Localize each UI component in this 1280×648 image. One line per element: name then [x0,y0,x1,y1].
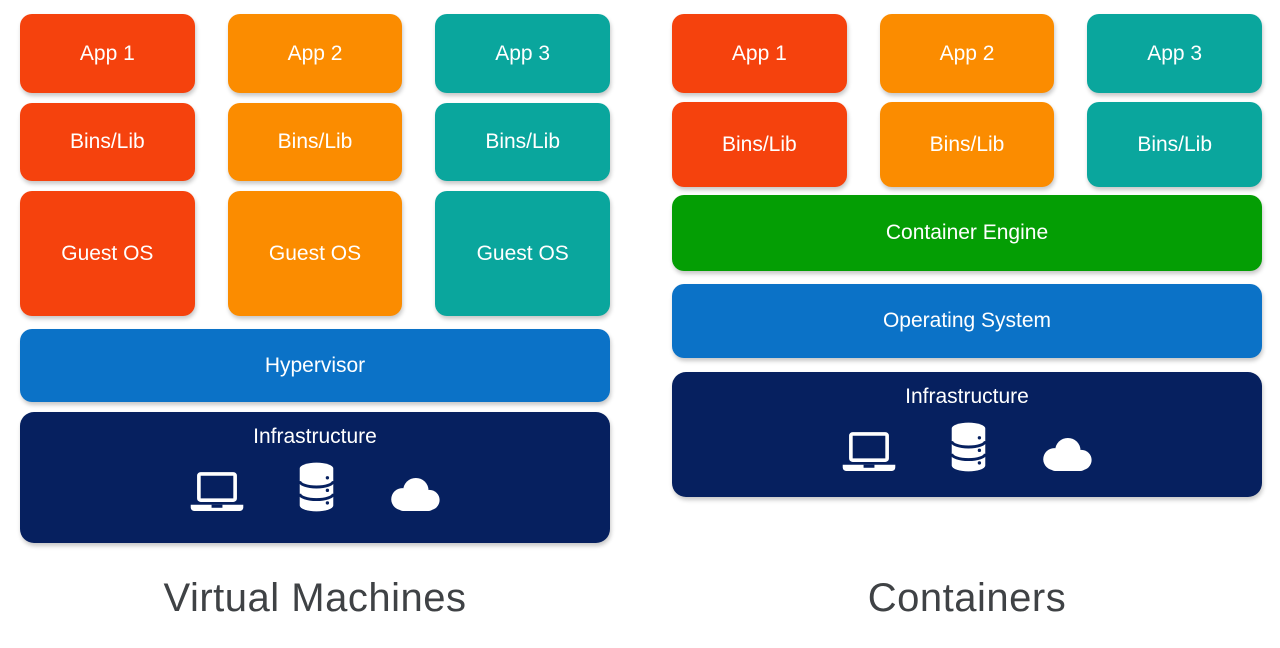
ct-app1-box: App 1 [672,14,847,93]
vm-title: Virtual Machines [163,576,467,620]
vm-binslib3-label: Bins/Lib [485,130,561,153]
vm-guestos2-label: Guest OS [268,241,362,265]
vm-binslib1-box: Bins/Lib [20,103,195,181]
ct-binslib1-label: Bins/Lib [721,132,797,156]
vm-guestos1-label: Guest OS [61,241,154,265]
vm-binslib1-label: Bins/Lib [69,130,145,153]
container-engine-box: Container Engine [672,195,1262,271]
vm-guestos3-box: Guest OS [435,191,611,316]
ct-infrastructure-box: Infrastructure [672,372,1262,497]
container-stack-3: App 3 Bins/Lib [1087,14,1263,187]
vm-app1-label: App 1 [79,41,135,65]
laptop-icon [188,471,246,513]
vm-guestos1-box: Guest OS [20,191,195,316]
database-icon [949,421,987,473]
laptop-icon [840,431,898,473]
containers-panel: App 1 Bins/Lib App 2 Bins/Lib App 3 [672,14,1263,497]
container-stack-2: App 2 Bins/Lib [879,14,1055,187]
ct-app2-label: App 2 [939,41,995,65]
vm-stack-3: App 3 Bins/Lib Guest OS [435,14,611,316]
vm-app2-box: App 2 [227,14,403,93]
hypervisor-label: Hypervisor [264,353,366,377]
container-stack-1: App 1 Bins/Lib [672,14,847,187]
vm-app1-box: App 1 [20,14,195,93]
vm-binslib3-box: Bins/Lib [435,103,611,181]
ct-app3-box: App 3 [1087,14,1263,93]
cloud-icon [387,476,443,513]
ct-binslib2-label: Bins/Lib [929,132,1005,156]
ct-infrastructure-label: Infrastructure [905,385,1029,408]
ct-infrastructure-icons [840,421,1095,473]
vm-infrastructure-icons [188,461,443,513]
vm-infrastructure-box: Infrastructure [20,412,610,543]
database-icon [297,461,335,513]
vm-stack-2: App 2 Bins/Lib Guest OS [227,14,403,316]
containers-title: Containers [867,576,1067,620]
hypervisor-box: Hypervisor [20,329,610,402]
ct-app2-box: App 2 [879,14,1055,93]
vm-binslib2-label: Bins/Lib [277,130,353,153]
ct-binslib2-box: Bins/Lib [879,102,1055,187]
ct-binslib3-box: Bins/Lib [1087,102,1263,187]
vm-app3-box: App 3 [435,14,611,93]
ct-app1-label: App 1 [731,41,787,65]
vm-app2-label: App 2 [287,41,343,65]
ct-app3-label: App 3 [1147,41,1203,65]
ct-binslib3-label: Bins/Lib [1137,132,1213,156]
vm-guestos2-box: Guest OS [227,191,403,316]
containers-stacks: App 1 Bins/Lib App 2 Bins/Lib App 3 [672,14,1263,187]
ct-binslib1-box: Bins/Lib [672,102,847,187]
operating-system-label: Operating System [882,309,1052,332]
vm-app3-label: App 3 [495,41,551,65]
vm-stacks: App 1 Bins/Lib Guest OS App 2 Bins/Lib G… [20,14,611,316]
operating-system-box: Operating System [672,284,1262,358]
vm-infrastructure-label: Infrastructure [253,425,377,448]
container-engine-label: Container Engine [885,221,1049,244]
vm-guestos3-label: Guest OS [476,241,569,265]
vm-binslib2-box: Bins/Lib [227,103,403,181]
vm-panel: App 1 Bins/Lib Guest OS App 2 Bins/Lib G… [20,14,611,543]
vm-stack-1: App 1 Bins/Lib Guest OS [20,14,195,316]
cloud-icon [1039,436,1095,473]
